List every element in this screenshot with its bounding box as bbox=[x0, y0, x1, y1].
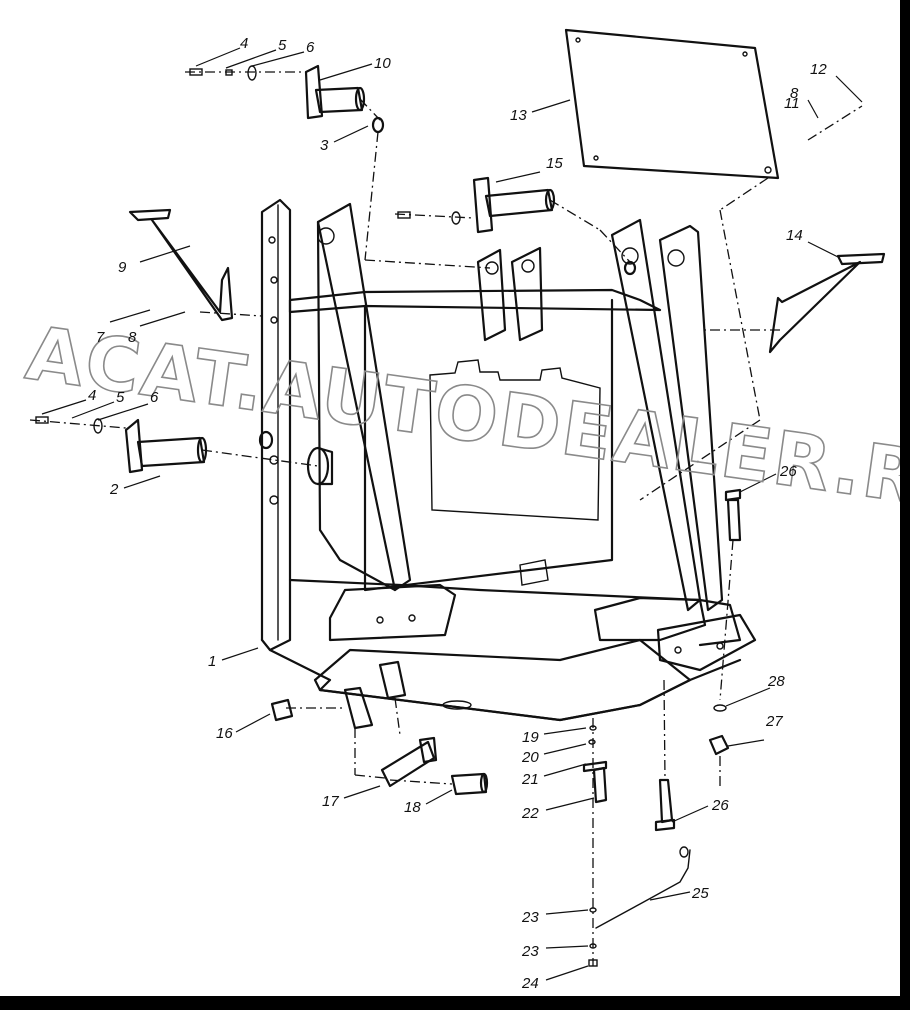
callout-label: 12 bbox=[810, 61, 827, 78]
callout-label: 20 bbox=[521, 749, 539, 766]
callout-label: 8 bbox=[128, 329, 137, 346]
callout-label: 7 bbox=[96, 329, 105, 346]
callout-label: 14 bbox=[786, 227, 803, 244]
lower-linkage bbox=[270, 698, 489, 796]
callout-label: 6 bbox=[150, 389, 159, 406]
cover-plate bbox=[564, 28, 780, 180]
callout-label: 2 bbox=[109, 481, 119, 498]
callout-label: 24 bbox=[521, 975, 539, 992]
callout-label: 25 bbox=[691, 885, 709, 902]
callout-label: 23 bbox=[521, 943, 539, 960]
pin-assembly-upper-right bbox=[397, 176, 637, 276]
callout-label: 17 bbox=[322, 793, 339, 810]
callout-label: 5 bbox=[278, 37, 287, 54]
callout-label: 3 bbox=[320, 137, 329, 154]
callout-label: 4 bbox=[240, 35, 248, 52]
callout-label: 26 bbox=[779, 463, 797, 480]
support-bracket-right bbox=[768, 252, 886, 354]
callout-label: 28 bbox=[767, 673, 785, 690]
callout-label: 18 bbox=[404, 799, 421, 816]
callout-label: 11 bbox=[784, 95, 800, 112]
callout-label: 5 bbox=[116, 389, 125, 406]
callout-label: 26 bbox=[711, 797, 729, 814]
frame-border-right bbox=[900, 0, 910, 1010]
callout-label: 22 bbox=[521, 805, 539, 822]
pin-assembly-top bbox=[189, 64, 385, 134]
callout-labels: 1 2 3 4 5 6 4 5 6 7 8 8 9 10 11 12 13 14… bbox=[88, 35, 827, 992]
callout-label: 19 bbox=[522, 729, 539, 746]
support-bracket-left bbox=[128, 208, 234, 322]
callout-label: 13 bbox=[510, 107, 527, 124]
callout-label: 15 bbox=[546, 155, 563, 172]
callout-label: 4 bbox=[88, 387, 96, 404]
callout-label: 27 bbox=[765, 713, 783, 730]
frame-border-bottom bbox=[0, 996, 910, 1010]
callout-label: 6 bbox=[306, 39, 315, 56]
callout-label: 9 bbox=[118, 259, 127, 276]
leader-lines bbox=[41, 47, 863, 981]
callout-label: 8 bbox=[790, 85, 799, 102]
callout-label: 10 bbox=[374, 55, 391, 72]
main-frame bbox=[260, 198, 757, 730]
stud-assembly bbox=[582, 725, 691, 967]
callout-label: 23 bbox=[521, 909, 539, 926]
callout-label: 21 bbox=[521, 771, 539, 788]
callout-label: 16 bbox=[216, 725, 233, 742]
assembly-centerlines bbox=[29, 71, 863, 966]
mounting-bolts bbox=[654, 488, 742, 832]
callout-label: 1 bbox=[208, 653, 216, 670]
